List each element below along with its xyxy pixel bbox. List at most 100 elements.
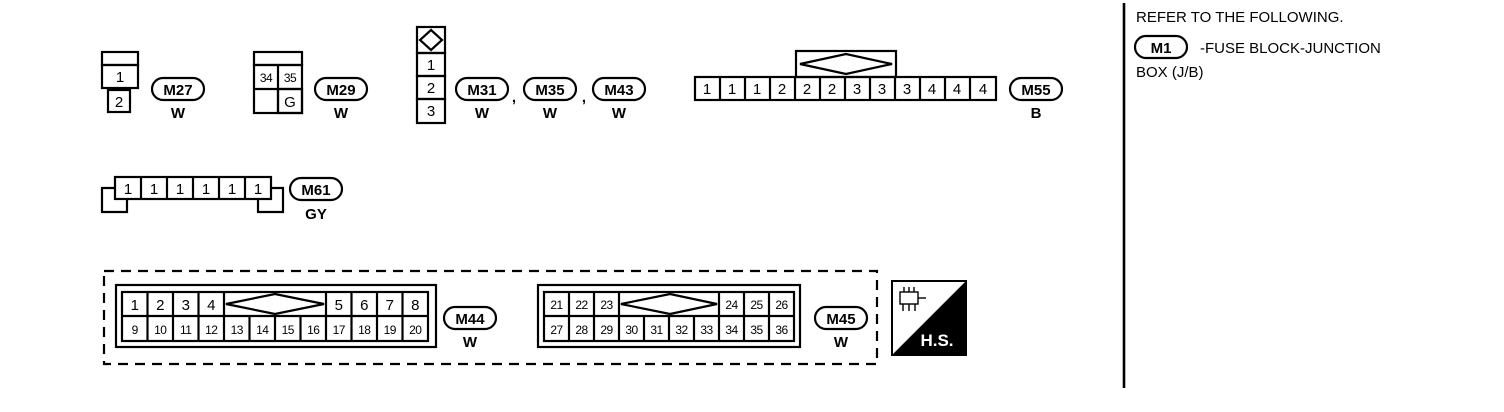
- pin-label: 28: [575, 323, 588, 337]
- pin-label: 24: [725, 298, 738, 312]
- m27-color: W: [171, 105, 186, 122]
- reference-note: REFER TO THE FOLLOWING. M1 -FUSE BLOCK-J…: [1136, 9, 1381, 81]
- pin-label: 15: [282, 323, 295, 337]
- pin-label: 32: [675, 323, 688, 337]
- m43-tag-oval: [591, 76, 647, 102]
- pin-label: 1: [753, 81, 761, 98]
- pin-label: 5: [335, 297, 343, 314]
- pin-label: 6: [360, 297, 368, 314]
- m45-color: W: [834, 334, 849, 351]
- m61-tag: M61: [301, 182, 330, 199]
- separator: ,: [582, 89, 586, 106]
- m44-tag: M44: [455, 311, 485, 328]
- pin-label: 4: [979, 81, 987, 98]
- reference-line-1: -FUSE BLOCK-JUNCTION: [1200, 40, 1381, 57]
- pin-label: 22: [575, 298, 588, 312]
- pin-label: 14: [256, 323, 269, 337]
- pin-label: 8: [411, 297, 419, 314]
- pin-label: 4: [207, 297, 215, 314]
- pin-label: 1: [176, 181, 184, 198]
- pin-label: 2: [803, 81, 811, 98]
- pin-label: 3: [903, 81, 911, 98]
- m55-tag: M55: [1021, 82, 1050, 99]
- pin-label: 17: [333, 323, 346, 337]
- connector-m31: [415, 25, 447, 125]
- pin-label: 1: [116, 69, 124, 86]
- pin-label: 19: [384, 323, 397, 337]
- pin-label: 1: [202, 181, 210, 198]
- pin-label: 1: [228, 181, 236, 198]
- m45-tag-oval: [813, 305, 869, 331]
- pin-label: 2: [156, 297, 164, 314]
- pin-label: 1: [427, 57, 435, 74]
- harness-connector-icon: [899, 287, 926, 311]
- pin-label: 2: [115, 94, 123, 111]
- m44-tag-oval: [442, 305, 498, 331]
- pin-label: 29: [600, 323, 613, 337]
- pin-label: 1: [124, 181, 132, 198]
- hs-badge: H.S.: [891, 280, 967, 356]
- pin-label: 3: [853, 81, 861, 98]
- m31-tag: M31: [467, 82, 496, 99]
- m43-tag: M43: [604, 82, 633, 99]
- pin-label: 1: [703, 81, 711, 98]
- hs-label: H.S.: [920, 331, 953, 350]
- pin-label: 13: [231, 323, 244, 337]
- pin-label: 21: [550, 298, 563, 312]
- m61-color: GY: [305, 206, 327, 223]
- pin-label: 2: [828, 81, 836, 98]
- pin-label: 7: [386, 297, 394, 314]
- connector-m44: [114, 283, 438, 349]
- pin-label: 35: [750, 323, 763, 337]
- m61-tag-oval: [288, 176, 344, 202]
- pin-label: 12: [205, 323, 218, 337]
- pin-label: 1: [131, 297, 139, 314]
- pin-label: 18: [358, 323, 371, 337]
- m27-tag-oval: [150, 76, 206, 102]
- pin-label: 26: [775, 298, 788, 312]
- pin-label: 2: [778, 81, 786, 98]
- pin-label: 23: [600, 298, 613, 312]
- pin-label: 1: [254, 181, 262, 198]
- pin-label: 27: [550, 323, 563, 337]
- m31-tag-oval: [454, 76, 510, 102]
- m31-color: W: [475, 105, 490, 122]
- m35-tag-oval: [522, 76, 578, 102]
- pin-label: 3: [427, 103, 435, 120]
- m35-color: W: [543, 105, 558, 122]
- pin-label: 1: [150, 181, 158, 198]
- pin-label: 34: [260, 71, 273, 85]
- pin-label: 9: [132, 323, 139, 337]
- m1-tag-oval: [1133, 34, 1189, 60]
- m29-tag: M29: [326, 82, 355, 99]
- pin-label: 35: [284, 71, 297, 85]
- m1-tag: M1: [1151, 40, 1172, 57]
- connector-m29: [252, 50, 304, 115]
- pin-label: 30: [625, 323, 638, 337]
- reference-heading: REFER TO THE FOLLOWING.: [1136, 9, 1344, 26]
- pin-label: 1: [728, 81, 736, 98]
- pin-label: 25: [750, 298, 763, 312]
- dashed-harness-boundary: [102, 269, 879, 366]
- pin-label: 4: [953, 81, 961, 98]
- connector-m61: [100, 175, 285, 214]
- pin-label: 33: [700, 323, 713, 337]
- pin-label: 20: [409, 323, 422, 337]
- pin-label: 34: [725, 323, 738, 337]
- m43-color: W: [612, 105, 627, 122]
- m45-tag: M45: [826, 311, 855, 328]
- pin-label: 36: [775, 323, 788, 337]
- pin-label: 3: [182, 297, 190, 314]
- pin-label: 31: [650, 323, 663, 337]
- pin-label: 2: [427, 80, 435, 97]
- m35-tag: M35: [535, 82, 564, 99]
- pin-label: 10: [154, 323, 167, 337]
- pin-label: 3: [878, 81, 886, 98]
- m44-color: W: [463, 334, 478, 351]
- m29-tag-oval: [313, 76, 369, 102]
- pin-label: 4: [928, 81, 936, 98]
- connector-m55: [693, 49, 998, 102]
- connector-m45: [536, 283, 802, 349]
- connector-m27: [100, 50, 140, 114]
